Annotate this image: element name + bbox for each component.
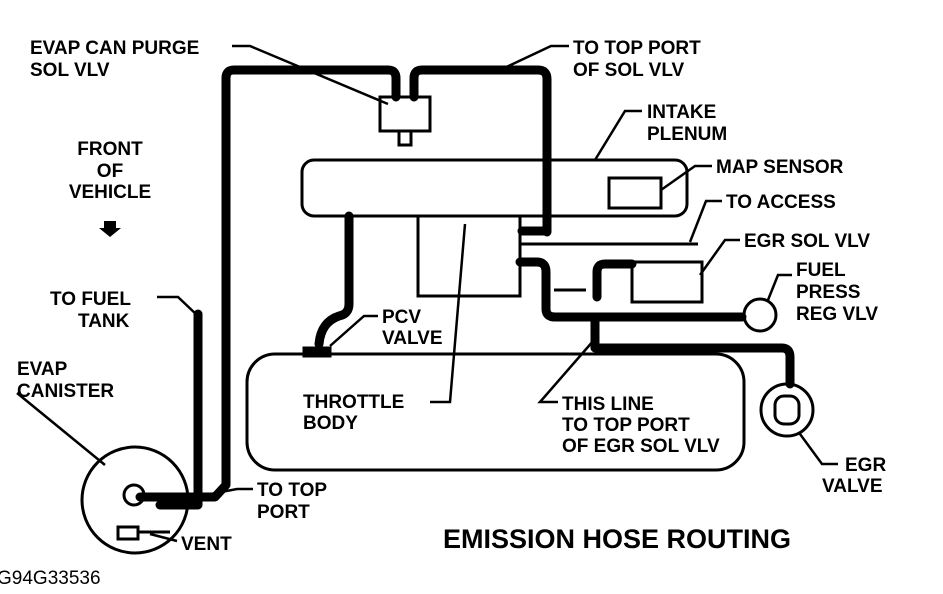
- leader-throttle: [430, 223, 467, 404]
- label-canister-line1: EVAP: [17, 359, 68, 380]
- hose-canister-to-purge: [135, 65, 401, 502]
- leader-intake: [593, 109, 642, 161]
- label-pcv-line1: PCV: [382, 307, 421, 328]
- vent-fitting: [116, 525, 140, 541]
- label-pcv-line2: VALVE: [382, 328, 443, 349]
- pcv-valve: [302, 346, 332, 358]
- label-top-port-line2: PORT: [257, 502, 310, 523]
- leader-evap-purge: [232, 44, 389, 106]
- label-fuel-tank-line2: TANK: [78, 311, 130, 332]
- label-fuel-line2: PRESS: [796, 282, 860, 303]
- leader-pcv: [329, 314, 378, 347]
- hose-egr-sol-top: [592, 259, 637, 302]
- label-intake-line1: INTAKE: [647, 102, 716, 123]
- label-to-access: TO ACCESS: [726, 192, 836, 213]
- label-intake-line2: PLENUM: [647, 124, 727, 145]
- label-throttle-line1: THROTTLE: [303, 392, 404, 413]
- label-egr-sol-vlv: EGR SOL VLV: [744, 231, 870, 252]
- front-arrow-icon: [99, 221, 121, 237]
- leader-canister: [16, 392, 106, 466]
- hose-fuel-tank: [155, 309, 203, 510]
- hose-egr-valve: [590, 312, 795, 389]
- label-canister-line2: CANISTER: [17, 381, 114, 402]
- egr-valve: [759, 382, 815, 438]
- diagram-title: EMISSION HOSE ROUTING: [443, 524, 791, 554]
- hose-purge-to-plenum: [409, 65, 552, 237]
- label-egr-valve-line1: EGR: [845, 455, 886, 476]
- label-throttle-line2: BODY: [303, 413, 358, 434]
- label-this-line-line1: THIS LINE: [562, 394, 654, 415]
- leader-fuel-tank: [157, 295, 199, 317]
- leader-access: [688, 199, 722, 243]
- leader-top-port: [199, 487, 253, 498]
- label-top-port-sol-line2: OF SOL VLV: [573, 60, 685, 81]
- hose-pcv: [314, 211, 354, 349]
- egr-valve-inner: [773, 394, 801, 426]
- leader-fuel-reg: [766, 273, 792, 301]
- throttle-body: [245, 352, 746, 472]
- egr-sol-vlv: [630, 260, 704, 304]
- label-top-port-line1: TO TOP: [257, 480, 327, 501]
- leader-egr-sol: [698, 238, 740, 276]
- leader-map: [660, 164, 712, 192]
- hose-egr-circuit: [515, 257, 747, 322]
- label-vent: VENT: [181, 534, 232, 555]
- label-front-line2: OF: [97, 161, 123, 182]
- label-fuel-line3: REG VLV: [796, 304, 878, 325]
- throttle-body-upper: [416, 214, 522, 298]
- label-top-port-sol-line1: TO TOP PORT: [573, 38, 701, 59]
- purge-valve-stem: [397, 129, 413, 147]
- label-front-line1: FRONT: [77, 139, 143, 160]
- label-fuel-line1: FUEL: [796, 260, 846, 281]
- label-evap-purge-line1: EVAP CAN PURGE: [30, 38, 199, 59]
- leader-vent: [149, 532, 178, 543]
- label-fuel-tank-line1: TO FUEL: [50, 289, 131, 310]
- label-this-line-line3: OF EGR SOL VLV: [562, 436, 720, 457]
- label-egr-valve-line2: VALVE: [822, 476, 883, 497]
- leader-top-port-sol: [499, 44, 569, 72]
- label-this-line-line2: TO TOP PORT: [562, 415, 690, 436]
- map-sensor: [607, 176, 663, 210]
- label-map-sensor: MAP SENSOR: [716, 157, 844, 178]
- leader-this-line: [537, 339, 595, 404]
- label-front-line3: VEHICLE: [69, 182, 151, 203]
- figure-code: G94G33536: [0, 568, 101, 589]
- evap-purge-sol-vlv: [378, 95, 432, 133]
- leader-egr-valve: [798, 433, 838, 466]
- label-evap-purge-line2: SOL VLV: [30, 60, 110, 81]
- fuel-press-reg-vlv: [742, 297, 778, 333]
